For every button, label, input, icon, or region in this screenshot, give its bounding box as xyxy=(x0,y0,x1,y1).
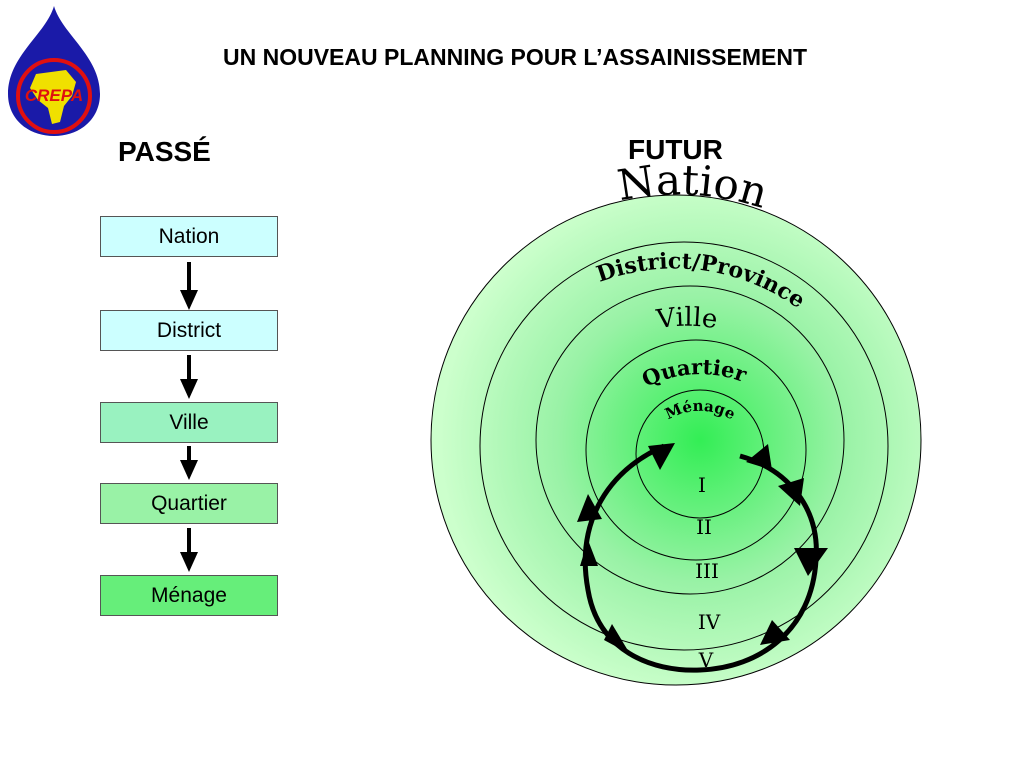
crepa-logo: CREPA xyxy=(8,6,100,136)
arrowhead-icon xyxy=(648,443,675,470)
logo-text: CREPA xyxy=(25,86,83,105)
ring-label-ville: Ville xyxy=(654,303,719,336)
arrowhead-icon xyxy=(794,548,828,576)
ring-quartier xyxy=(585,339,807,561)
past-level-quartier: Quartier xyxy=(100,483,278,524)
cycle-arrowheads xyxy=(577,443,828,654)
page-title: UN NOUVEAU PLANNING POUR L’ASSAINISSEMEN… xyxy=(223,44,807,70)
ring-numeral: IV xyxy=(698,610,721,634)
ring-numeral: V xyxy=(698,648,714,672)
ring-numeral: I xyxy=(698,473,706,497)
arrowhead-icon xyxy=(577,494,602,522)
drop-icon xyxy=(8,6,100,136)
africa-icon xyxy=(30,70,76,124)
ring-numeral: II xyxy=(696,515,712,539)
down-arrow-icon xyxy=(180,355,198,399)
future-heading: FUTUR xyxy=(628,134,723,165)
past-level-label: Ménage xyxy=(151,583,227,607)
down-arrow-icon xyxy=(180,528,198,572)
past-level-label: Nation xyxy=(158,224,220,248)
past-level-nation: Nation xyxy=(100,216,278,257)
ring-numeral: III xyxy=(695,559,719,583)
arrowhead-icon xyxy=(580,540,598,566)
down-arrow-icon xyxy=(180,446,198,480)
past-heading: PASSÉ xyxy=(118,136,211,167)
arrowhead-icon xyxy=(760,620,790,645)
ring-ville xyxy=(535,285,845,595)
arrowhead-icon xyxy=(778,478,804,506)
arrowhead-icon xyxy=(746,444,772,470)
past-level-district: District xyxy=(100,310,278,351)
ring-nation xyxy=(430,194,922,686)
logo-ring xyxy=(16,58,92,134)
down-arrow-icon xyxy=(180,262,198,310)
past-level-label: Quartier xyxy=(151,491,227,515)
arrowhead-icon xyxy=(604,624,630,654)
past-level-label: District xyxy=(156,318,222,342)
cycle-loop xyxy=(582,443,819,673)
past-level-label: Ville xyxy=(169,410,209,434)
past-level-ville: Ville xyxy=(100,402,278,443)
ring-district xyxy=(479,241,889,651)
past-level-menage: Ménage xyxy=(100,575,278,616)
